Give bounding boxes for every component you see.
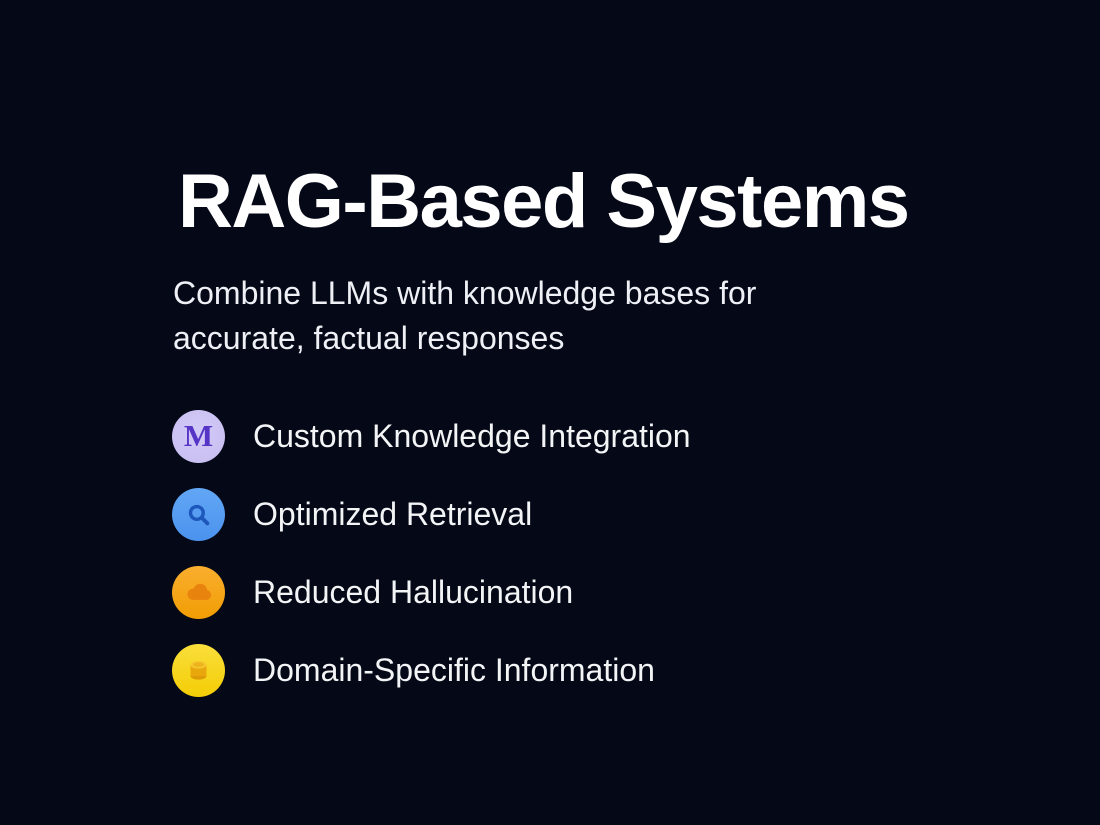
database-icon — [172, 644, 225, 697]
bullet-label: Domain-Specific Information — [253, 652, 655, 688]
slide-subtitle: Combine LLMs with knowledge bases for ac… — [173, 275, 757, 356]
bullet-label: Reduced Hallucination — [253, 574, 574, 610]
bullet-list: M Custom Knowledge Integration Optimized… — [172, 410, 691, 697]
monogram-m-icon: M — [172, 410, 225, 463]
bullet-label: Optimized Retrieval — [253, 496, 533, 532]
monogram-letter: M — [183, 417, 214, 453]
bullet-label: Custom Knowledge Integration — [253, 418, 691, 454]
cloud-icon — [172, 566, 225, 619]
list-item: Domain-Specific Information — [172, 644, 691, 697]
list-item: Reduced Hallucination — [172, 566, 691, 619]
search-icon — [172, 488, 225, 541]
list-item: M Custom Knowledge Integration — [172, 410, 691, 463]
list-item: Optimized Retrieval — [172, 488, 691, 541]
slide-title: RAG-Based Systems — [178, 159, 910, 244]
